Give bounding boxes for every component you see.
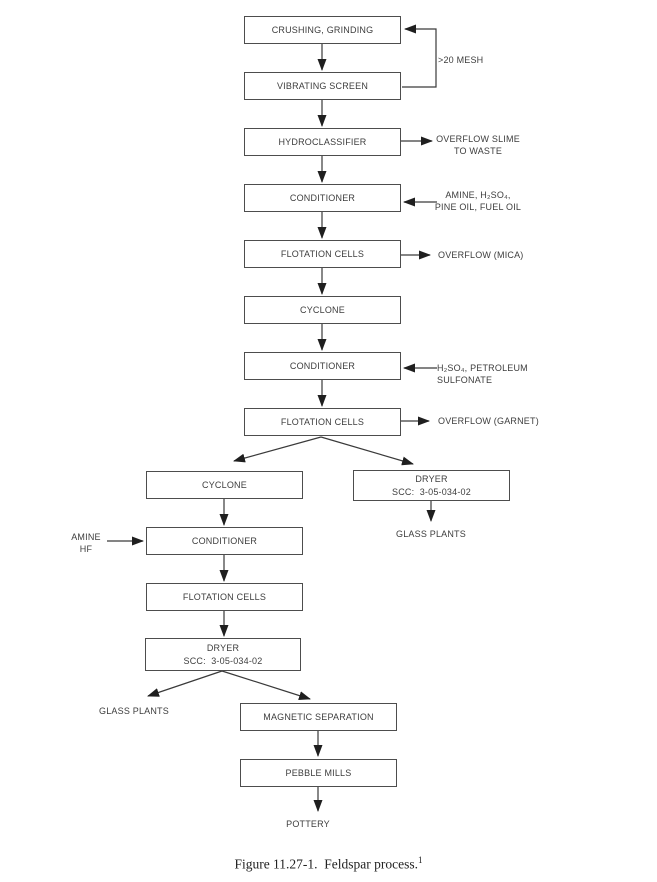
box-label: CONDITIONER xyxy=(191,535,258,546)
box-label: PEBBLE MILLS xyxy=(285,767,352,778)
process-box-cyclone-1: CYCLONE xyxy=(244,296,401,324)
label-text: OVERFLOW (MICA) xyxy=(438,250,524,260)
label-text-line1: AMINE, H₂SO₄, xyxy=(445,190,511,200)
process-box-vibrating-screen: VIBRATING SCREEN xyxy=(244,72,401,100)
process-box-conditioner-3: CONDITIONER xyxy=(146,527,303,555)
arrow-dryer-left-to-glass-plants xyxy=(147,670,223,697)
process-box-flotation-cells-1: FLOTATION CELLS xyxy=(244,240,401,268)
label-glass-plants-left: GLASS PLANTS xyxy=(94,705,174,717)
process-box-cyclone-2: CYCLONE xyxy=(146,471,303,499)
box-label: CONDITIONER xyxy=(289,192,356,203)
figure-caption: Figure 11.27-1. Feldspar process.1 xyxy=(0,855,657,873)
label-text-line1: OVERFLOW SLIME xyxy=(436,134,520,144)
label-glass-plants-right: GLASS PLANTS xyxy=(388,528,474,540)
process-box-dryer-left: DRYER SCC: 3-05-034-02 xyxy=(145,638,301,671)
label-text-line2: TO WASTE xyxy=(453,146,503,156)
process-box-crushing-grinding: CRUSHING, GRINDING xyxy=(244,16,401,44)
box-label: VIBRATING SCREEN xyxy=(276,80,369,91)
process-box-dryer-right: DRYER SCC: 3-05-034-02 xyxy=(353,470,510,501)
label-overflow-mica: OVERFLOW (MICA) xyxy=(438,249,533,261)
label-conditioner2-reagents: H₂SO₄, PETROLEUM SULFONATE xyxy=(437,362,582,386)
label-overflow-slime-to-waste: OVERFLOW SLIME TO WASTE xyxy=(434,133,522,157)
arrow-flotation2-to-cyclone2 xyxy=(233,436,322,463)
label-text: GLASS PLANTS xyxy=(99,706,169,716)
box-label: DRYER xyxy=(415,473,448,484)
box-label: CYCLONE xyxy=(202,479,247,490)
process-box-pebble-mills: PEBBLE MILLS xyxy=(240,759,397,787)
label-text-line2: HF xyxy=(79,544,93,554)
label-recycle-20-mesh: >20 MESH xyxy=(438,54,498,66)
arrow-flotation2-to-dryer-right xyxy=(320,436,414,466)
process-box-conditioner-1: CONDITIONER xyxy=(244,184,401,212)
label-text: GLASS PLANTS xyxy=(396,529,466,539)
process-box-flotation-cells-3: FLOTATION CELLS xyxy=(146,583,303,611)
box-label: DRYER xyxy=(206,642,240,653)
label-overflow-garnet: OVERFLOW (GARNET) xyxy=(438,415,543,427)
box-label: CYCLONE xyxy=(300,304,345,315)
box-label: FLOTATION CELLS xyxy=(280,416,365,427)
label-text: OVERFLOW (GARNET) xyxy=(438,416,539,426)
process-box-flotation-cells-2: FLOTATION CELLS xyxy=(244,408,401,436)
box-scc-code: SCC: 3-05-034-02 xyxy=(183,655,263,666)
label-conditioner3-reagents-amine-hf: AMINE HF xyxy=(60,531,112,555)
box-label: CONDITIONER xyxy=(289,360,356,371)
label-text-line2: PINE OIL, FUEL OIL xyxy=(434,202,522,212)
label-text-line1: AMINE xyxy=(71,532,101,542)
arrow-dryer-left-to-magnetic-separation xyxy=(221,670,311,700)
process-box-hydroclassifier: HYDROCLASSIFIER xyxy=(244,128,401,156)
label-conditioner1-reagents: AMINE, H₂SO₄, PINE OIL, FUEL OIL xyxy=(428,189,528,213)
label-text: H₂SO₄, PETROLEUM SULFONATE xyxy=(437,363,528,385)
label-text: >20 MESH xyxy=(438,55,484,65)
box-label: HYDROCLASSIFIER xyxy=(278,136,367,147)
figure-caption-text: Figure 11.27-1. Feldspar process. xyxy=(234,856,419,872)
label-text: POTTERY xyxy=(286,819,330,829)
figure-caption-footnote-ref: 1 xyxy=(418,855,423,865)
process-box-conditioner-2: CONDITIONER xyxy=(244,352,401,380)
box-label: CRUSHING, GRINDING xyxy=(271,24,374,35)
box-label: FLOTATION CELLS xyxy=(280,248,365,259)
arrow-recycle-20mesh-loop xyxy=(402,24,437,88)
box-label: FLOTATION CELLS xyxy=(182,591,267,602)
box-scc-code: SCC: 3-05-034-02 xyxy=(392,486,471,497)
box-label: MAGNETIC SEPARATION xyxy=(263,711,374,722)
process-box-magnetic-separation: MAGNETIC SEPARATION xyxy=(240,703,397,731)
label-pottery: POTTERY xyxy=(268,818,348,830)
